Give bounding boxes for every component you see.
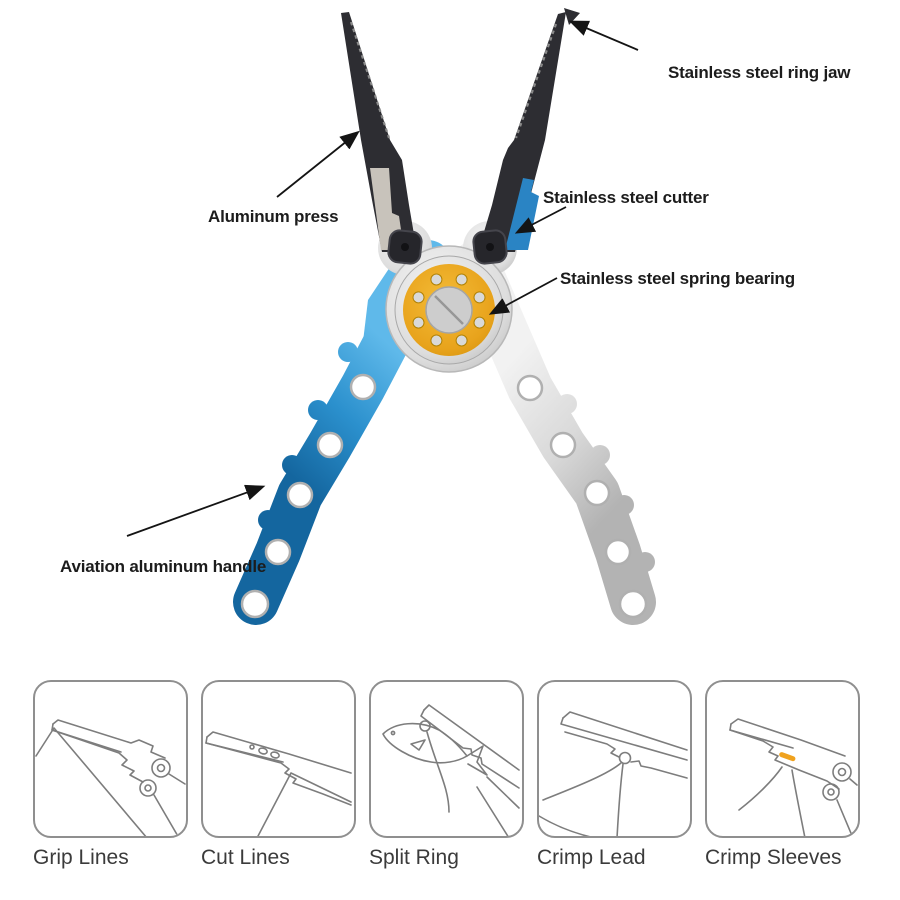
label-aviation-handle: Aviation aluminum handle: [60, 557, 267, 576]
right-jaw: [478, 12, 566, 252]
feature-thumbnails: Grip Lines Cut Lines: [33, 680, 860, 870]
left-jaw: [341, 12, 417, 252]
feature-caption: Grip Lines: [33, 846, 129, 869]
feature-card-cut-lines: Cut Lines: [201, 680, 356, 870]
crimp-sleeves-icon: [729, 718, 858, 836]
arrow-cutter: [514, 206, 567, 234]
orange-sleeve: [779, 752, 796, 762]
spring-bearing: [394, 255, 504, 365]
feature-caption: Cut Lines: [201, 846, 290, 869]
jaws-black: [341, 8, 580, 252]
grip-lines-icon: [35, 719, 186, 836]
arrow-aluminum-press: [276, 130, 360, 198]
pliers-photo: [126, 8, 656, 625]
jaw-serrations: [349, 21, 558, 139]
annotation-arrows: [126, 20, 639, 537]
jaw-screws: [387, 229, 508, 265]
feature-caption: Crimp Sleeves: [705, 846, 842, 869]
crimp-lead-icon: [539, 711, 688, 836]
label-ring-jaw: Stainless steel ring jaw: [668, 63, 851, 82]
feature-caption: Split Ring: [369, 846, 459, 869]
split-ring-icon: [382, 704, 520, 836]
feature-card-crimp-lead: Crimp Lead: [537, 680, 692, 870]
ring-jaw-hook: [564, 8, 580, 25]
cut-lines-icon: [205, 731, 352, 836]
aluminum-press-section: [370, 168, 404, 250]
feature-card-grip-lines: Grip Lines: [33, 680, 188, 870]
arrow-handle: [126, 484, 266, 537]
arrow-spring-bearing: [488, 277, 558, 315]
arrow-ring-jaw: [568, 20, 639, 51]
feature-card-split-ring: Split Ring: [369, 680, 524, 870]
feature-card-crimp-sleeves: Crimp Sleeves: [705, 680, 860, 870]
label-cutter: Stainless steel cutter: [543, 188, 709, 207]
label-spring-bearing: Stainless steel spring bearing: [560, 269, 795, 288]
handle-holes: [240, 373, 648, 619]
label-aluminum-press: Aluminum press: [208, 207, 339, 226]
feature-caption: Crimp Lead: [537, 846, 646, 869]
